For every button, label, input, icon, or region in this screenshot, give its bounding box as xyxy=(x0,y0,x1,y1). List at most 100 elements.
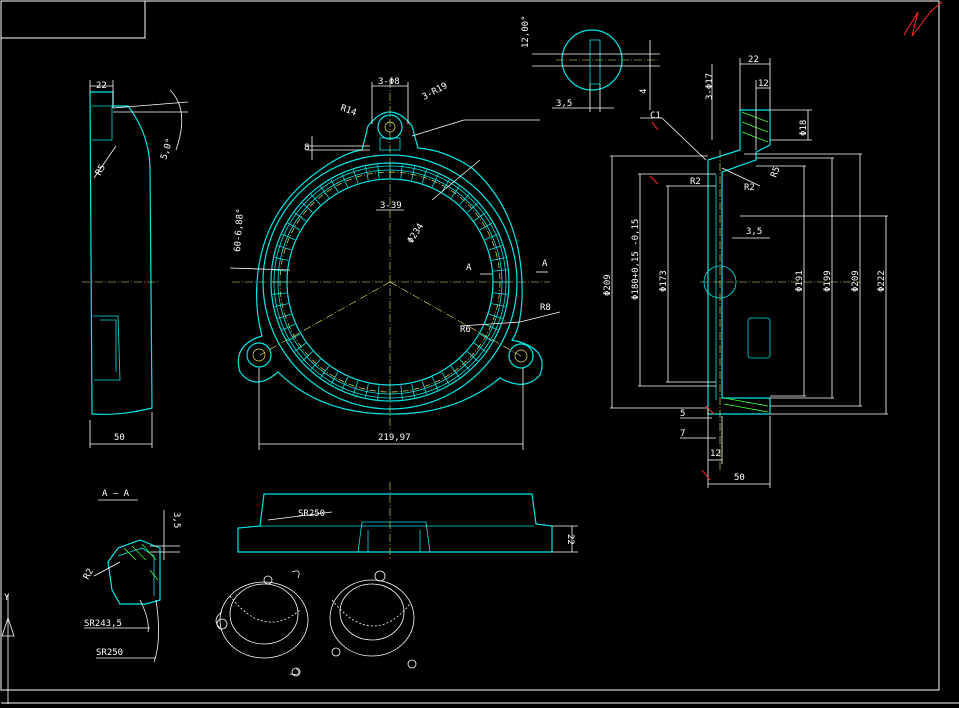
section-dia-173: Φ173 xyxy=(659,270,669,292)
tooth xyxy=(400,164,403,179)
front-pcd: Φ234 xyxy=(406,222,426,246)
tooth xyxy=(411,383,415,398)
section-dim-12: 12 xyxy=(710,449,721,459)
section-mark-right: A xyxy=(542,259,548,269)
detail-angle: 12,00° xyxy=(521,15,531,48)
left-radius: R5 xyxy=(94,163,108,177)
tooth xyxy=(330,179,339,193)
tooth xyxy=(400,385,403,400)
tooth xyxy=(431,376,439,390)
front-overall-width: 219,97 xyxy=(378,433,411,443)
section-dia-180: Φ180+0,15 -0,15 xyxy=(631,219,641,300)
tooth xyxy=(282,323,296,331)
tooth xyxy=(493,292,508,295)
tooth xyxy=(467,202,478,213)
section-red-markers xyxy=(649,121,715,481)
front-teeth: 60-6,88° xyxy=(233,208,246,252)
tooth xyxy=(341,376,349,390)
tooth xyxy=(365,383,369,398)
tooth xyxy=(302,202,313,213)
section-holes: 3-Φ17 xyxy=(705,73,715,100)
section-radius-left: R2 xyxy=(690,177,701,187)
tooth xyxy=(450,186,460,199)
section-dim-7: 7 xyxy=(680,429,685,439)
section-aa-title: A — A xyxy=(102,489,130,499)
section-mark-left: A xyxy=(466,263,472,273)
tooth xyxy=(441,371,450,385)
tooth xyxy=(353,380,359,395)
tooth xyxy=(493,269,508,272)
ucs-axis-label: Y xyxy=(4,593,10,603)
tooth xyxy=(310,359,321,370)
ucs-icon xyxy=(1,594,15,704)
left-dim-angle: 5,0° xyxy=(159,137,175,161)
detail-width: 3,5 xyxy=(556,99,572,109)
section-chamfer: C1 xyxy=(650,111,661,121)
front-dim-lug-width: 3-Φ8 xyxy=(378,77,400,87)
section-dia-209-left: Φ209 xyxy=(603,274,613,296)
section-dia-199: Φ199 xyxy=(823,270,833,292)
tooth xyxy=(473,212,486,222)
tooth xyxy=(282,233,296,241)
tooth xyxy=(377,385,380,400)
front-fillet-b: R8 xyxy=(540,303,551,313)
section-dim-50: 50 xyxy=(734,473,745,483)
tooth xyxy=(431,174,439,188)
bottom-elevation-view xyxy=(237,482,578,560)
tooth xyxy=(274,257,289,261)
tooth xyxy=(287,222,301,231)
tooth xyxy=(479,222,493,231)
tooth xyxy=(441,179,450,193)
section-top-width: 22 xyxy=(748,55,759,65)
tooth xyxy=(365,166,369,181)
front-view xyxy=(229,80,561,450)
tooth xyxy=(277,245,292,251)
left-dim-bottom: 50 xyxy=(114,433,125,443)
section-aa-sphere-a: SR243,5 xyxy=(84,619,122,629)
tooth xyxy=(272,292,287,295)
tooth xyxy=(450,365,460,378)
section-view xyxy=(610,58,888,488)
tooth xyxy=(421,169,427,184)
tooth xyxy=(484,233,498,241)
tooth xyxy=(484,323,498,331)
tooth xyxy=(488,313,503,319)
front-lug-radius-b: 3-R19 xyxy=(421,81,450,103)
isometric-view-1 xyxy=(215,570,309,677)
tooth xyxy=(330,371,339,385)
bottom-height: 22 xyxy=(565,534,575,545)
tooth xyxy=(377,164,380,179)
tooth xyxy=(341,174,349,188)
tooth xyxy=(473,342,486,352)
section-top-width-inner: 12 xyxy=(758,79,769,89)
left-side-view xyxy=(82,80,189,448)
tooth xyxy=(411,166,415,181)
front-fillet-a: R6 xyxy=(460,325,471,335)
section-slot: 3,5 xyxy=(746,227,762,237)
revision-marker xyxy=(903,1,943,37)
tooth-ring xyxy=(272,164,508,400)
detail-depth: 4 xyxy=(639,89,649,94)
tooth xyxy=(302,351,313,362)
section-aa-radius: R2 xyxy=(82,567,96,581)
tooth xyxy=(310,194,321,205)
section-aa-view xyxy=(84,499,180,663)
tooth xyxy=(274,303,289,307)
isometric-view-2 xyxy=(329,570,417,669)
tooth xyxy=(488,245,503,251)
tooth xyxy=(459,359,470,370)
front-slot-width: 3-39 xyxy=(380,201,402,211)
section-dia-191: Φ191 xyxy=(795,270,805,292)
detail-view xyxy=(532,29,660,112)
tooth xyxy=(287,333,301,342)
tooth xyxy=(479,333,493,342)
tooth xyxy=(491,257,506,261)
tooth xyxy=(320,186,330,199)
bottom-sphere: SR250 xyxy=(298,509,325,519)
section-hole-dia: Φ18 xyxy=(799,120,809,136)
section-dia-222: Φ222 xyxy=(877,270,887,292)
front-lug-radius-a: R14 xyxy=(339,103,358,118)
tooth xyxy=(459,194,470,205)
